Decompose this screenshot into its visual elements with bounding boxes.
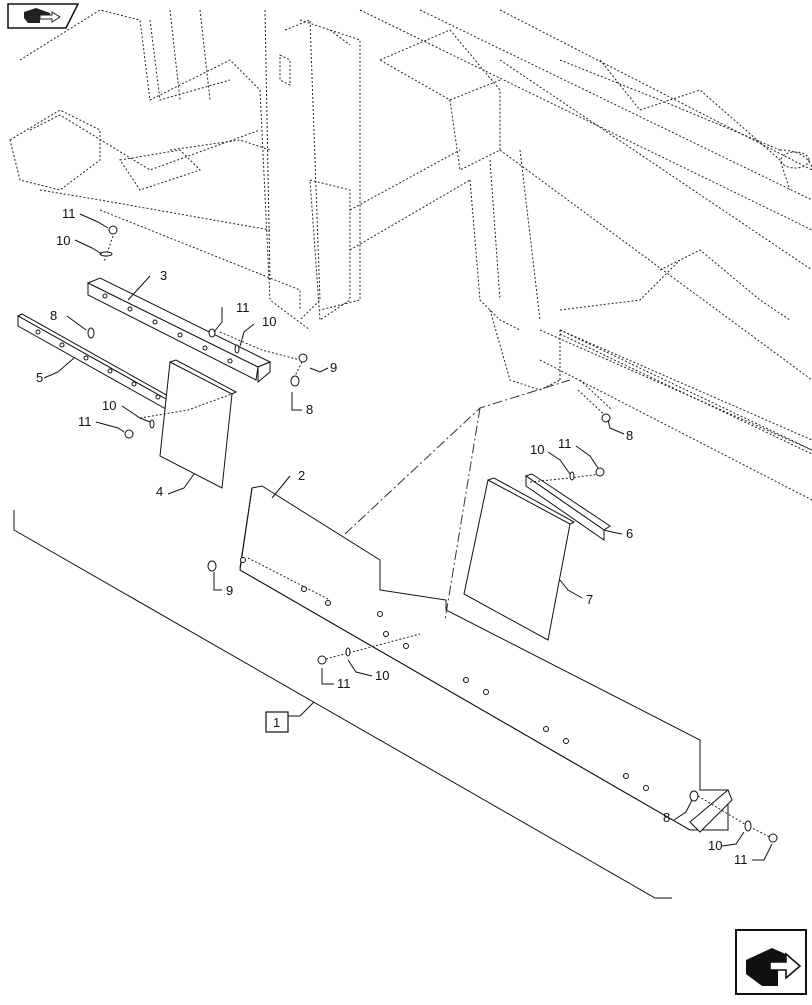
callout-3: 3 xyxy=(160,268,167,283)
hardware-fasteners xyxy=(87,225,778,843)
callout-8: 8 xyxy=(626,428,633,443)
callout-10: 10 xyxy=(375,668,389,683)
part-6-bar xyxy=(524,473,611,541)
next-page-arrow-icon[interactable] xyxy=(735,929,807,995)
part-4-flap xyxy=(159,359,238,489)
callout-8: 8 xyxy=(663,810,670,825)
callout-10: 10 xyxy=(102,398,116,413)
callout-7: 7 xyxy=(586,592,593,607)
alignment-lines xyxy=(103,235,773,839)
callout-11: 11 xyxy=(337,676,351,691)
callout-2: 2 xyxy=(298,468,305,483)
callout-10: 10 xyxy=(708,838,722,853)
callout-11: 11 xyxy=(558,436,572,451)
callout-labels: 11 10 3 8 5 11 10 9 8 11 10 4 2 9 8 10 1… xyxy=(36,206,748,867)
assembly-bracket-line xyxy=(13,510,672,899)
callout-9: 9 xyxy=(330,360,337,375)
callout-11: 11 xyxy=(734,852,748,867)
callout-11: 11 xyxy=(62,206,76,221)
callout-8: 8 xyxy=(306,402,313,417)
callout-4: 4 xyxy=(156,484,163,499)
callout-8: 8 xyxy=(50,308,57,323)
callout-6: 6 xyxy=(626,526,633,541)
callout-10: 10 xyxy=(56,233,70,248)
beam-flange-strip xyxy=(559,329,812,455)
assembly-label-box: 1 xyxy=(265,711,289,733)
callout-5: 5 xyxy=(36,370,43,385)
leader-lines xyxy=(43,213,773,861)
part-3-bar xyxy=(86,277,272,384)
part-2-shield xyxy=(239,485,733,833)
part-7-flap xyxy=(463,477,576,641)
callout-11: 11 xyxy=(78,414,92,429)
callout-10: 10 xyxy=(530,442,544,457)
callout-10: 10 xyxy=(262,314,276,329)
callout-11: 11 xyxy=(236,300,250,315)
previous-page-arrow-icon[interactable] xyxy=(7,3,80,29)
callout-1: 1 xyxy=(273,715,280,730)
callout-9: 9 xyxy=(226,583,233,598)
machine-frame-phantom xyxy=(9,9,812,501)
